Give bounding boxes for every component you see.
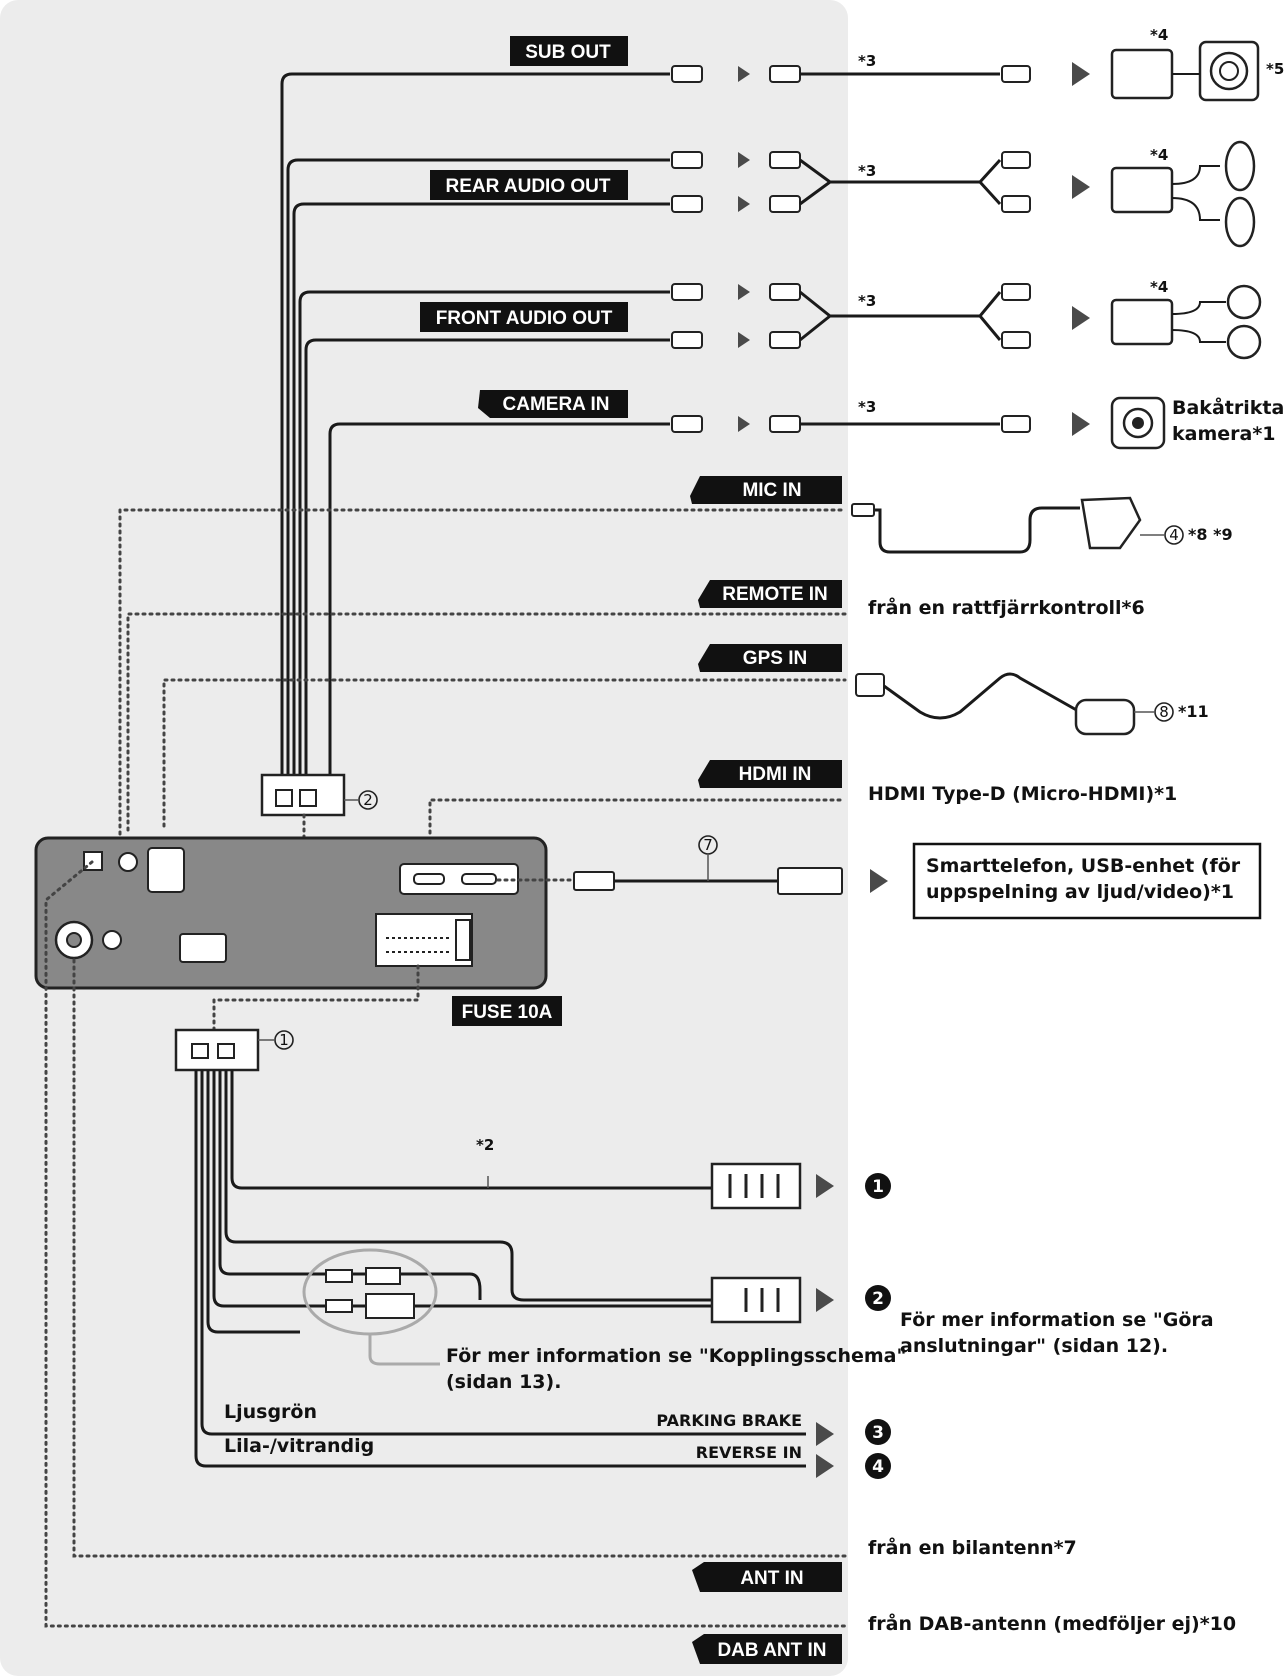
bullet-4-circle	[865, 1453, 891, 1479]
ant-in-connection: ANT IN från en bilantenn*7	[72, 958, 1077, 1592]
label-sub-out: SUB OUT	[510, 36, 628, 66]
label-hdmi-in-text: HDMI IN	[739, 764, 812, 785]
ref-star5: *5	[1266, 60, 1284, 78]
ref-star3-front: *3	[858, 292, 876, 310]
iso-connector-2: 2	[710, 1276, 891, 1324]
bullet-3: 3	[872, 1423, 884, 1443]
circled-1: 1	[279, 1031, 289, 1049]
lower-harness-wires: *2	[194, 1070, 806, 1468]
ref-star4-sub: *4	[1150, 26, 1168, 44]
bilantenn-note: från en bilantenn*7	[868, 1535, 1077, 1559]
lila-label: Lila-/vitrandig	[224, 1435, 374, 1457]
amplifier-sub	[1110, 40, 1260, 102]
usb-note-line2: uppspelning av ljud/video)*1	[926, 881, 1234, 903]
camera-in-cable	[328, 412, 1090, 775]
label-dab-ant-in-text: DAB ANT IN	[717, 1640, 826, 1661]
sub-out-cable	[280, 62, 1090, 775]
circled-2: 2	[363, 791, 373, 809]
bullet-2: 2	[872, 1289, 884, 1309]
arrow-4	[816, 1454, 834, 1478]
ref-star4-front: *4	[1150, 278, 1168, 296]
circled-8: 8	[1159, 703, 1169, 721]
label-camera-in-text: CAMERA IN	[503, 394, 610, 415]
label-gps-in-text: GPS IN	[743, 648, 807, 669]
kopplings-note-line1: För mer information se "Kopplingsschema"	[446, 1345, 906, 1367]
usb-note-line1: Smarttelefon, USB-enhet (för	[926, 855, 1241, 877]
mic-in-connection: MIC IN 4 *8 *9	[118, 476, 1233, 864]
label-remote-in-text: REMOTE IN	[722, 584, 828, 605]
circled-7: 7	[703, 836, 713, 854]
kopplings-note-line2: (sidan 13).	[446, 1371, 561, 1393]
hdmi-in-connection: HDMI IN HDMI Type-D (Micro-HDMI)*1	[428, 760, 1177, 870]
label-fuse-text: FUSE 10A	[462, 1002, 553, 1023]
label-mic-in-text: MIC IN	[742, 480, 801, 501]
rear-camera-device	[1110, 396, 1166, 450]
gps-ref-text: *11	[1178, 702, 1209, 721]
label-front-audio-out-text: FRONT AUDIO OUT	[436, 308, 613, 329]
camera-note-line2: kamera*1	[1172, 423, 1276, 445]
harness-connector-1: 1	[174, 964, 420, 1072]
amplifier-rear-speakers	[1110, 140, 1256, 248]
dab-ant-in-connection: DAB ANT IN från DAB-antenn (medföljer ej…	[44, 860, 1236, 1664]
dab-note: från DAB-antenn (medföljer ej)*10	[868, 1611, 1236, 1635]
iso-connector-1: 1	[710, 1162, 891, 1210]
gora-note-line2: anslutningar" (sidan 12).	[900, 1335, 1168, 1357]
ref-star3-rear: *3	[858, 162, 876, 180]
label-front-audio-out: FRONT AUDIO OUT	[420, 302, 628, 332]
label-ant-in-text: ANT IN	[740, 1568, 803, 1589]
harness-connector-2: 2	[230, 773, 378, 948]
label-camera-in: CAMERA IN	[478, 390, 628, 418]
label-sub-out-text: SUB OUT	[525, 42, 611, 63]
circled-4: 4	[1169, 526, 1179, 544]
bullet-4: 4	[872, 1457, 884, 1477]
ref-star4-rear: *4	[1150, 146, 1168, 164]
hdmi-note: HDMI Type-D (Micro-HDMI)*1	[868, 783, 1177, 805]
label-rear-audio-out: REAR AUDIO OUT	[430, 170, 628, 200]
reverse-in-label: REVERSE IN	[696, 1443, 802, 1462]
camera-note-line1: Bakåtriktad	[1172, 395, 1285, 419]
arrow-3	[816, 1422, 834, 1446]
ref-star3-camera: *3	[858, 398, 876, 416]
parking-brake-label: PARKING BRAKE	[656, 1411, 802, 1430]
ref-star2: *2	[476, 1136, 494, 1154]
bullet-1: 1	[872, 1177, 884, 1197]
rear-audio-out-cables	[286, 151, 1090, 775]
label-rear-audio-out-text: REAR AUDIO OUT	[445, 176, 610, 197]
remote-in-connection: REMOTE IN från en rattfjärrkontroll*6	[126, 580, 1145, 832]
usb-connection: 7 Smarttelefon, USB-enhet (för uppspelni…	[496, 835, 1262, 920]
ljusgron-label: Ljusgrön	[224, 1401, 317, 1423]
remote-note: från en rattfjärrkontroll*6	[868, 595, 1145, 619]
gora-note-line1: För mer information se "Göra	[900, 1309, 1214, 1331]
bullet-3-circle	[865, 1419, 891, 1445]
gps-in-connection: GPS IN 8 *11	[162, 644, 1209, 828]
front-audio-out-cables	[298, 283, 1090, 775]
amplifier-front-speakers	[1110, 284, 1262, 360]
ref-star3-sub: *3	[858, 52, 876, 70]
mic-ref-text: *8 *9	[1188, 525, 1233, 544]
head-unit	[34, 836, 548, 990]
fuse-label: FUSE 10A	[452, 996, 562, 1026]
